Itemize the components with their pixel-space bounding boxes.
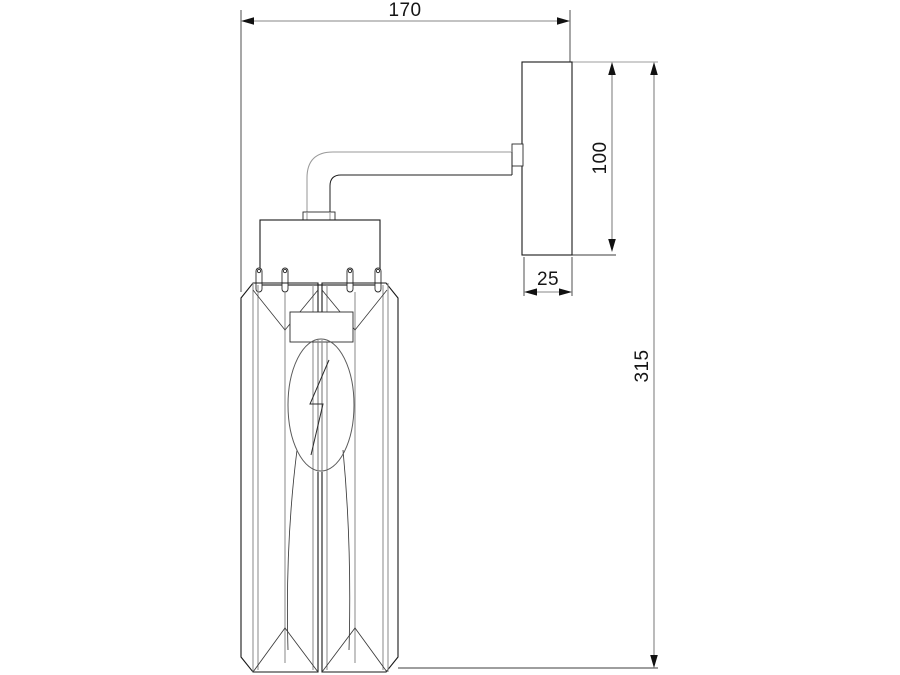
- arrowhead-bottom-icon: [608, 239, 616, 252]
- wall-mounting-plate: [511, 61, 573, 256]
- arrowhead-left-icon: [241, 17, 254, 25]
- socket-body: [289, 311, 354, 343]
- crystal-right-top-chamfer: [321, 289, 388, 331]
- crystal-left-top-chamfer: [252, 289, 319, 331]
- pin-body: [346, 267, 354, 293]
- arm-inner-edge: [329, 174, 512, 214]
- pin-body: [255, 267, 263, 293]
- housing-body: [259, 219, 381, 286]
- lamp-head-housing: [259, 219, 381, 286]
- arrowhead-right-icon: [557, 17, 570, 25]
- backplate-connector-stub: [511, 143, 524, 167]
- arrowhead-top-icon: [608, 62, 616, 75]
- pin-head: [282, 268, 288, 274]
- bulb-envelope: [287, 338, 355, 472]
- arrowhead-bottom-icon: [650, 655, 658, 668]
- arrowhead-right-icon: [559, 288, 572, 296]
- pin-1: [255, 267, 263, 293]
- crystal-left-reflection: [286, 449, 298, 651]
- pin-head: [375, 268, 381, 274]
- support-arm: [306, 151, 513, 215]
- dimension-label-25: 25: [537, 269, 559, 290]
- arrowhead-left-icon: [524, 288, 537, 296]
- crystal-right-bottom-chamfer: [321, 627, 388, 673]
- light-bulb: [287, 338, 355, 472]
- backplate-body: [521, 61, 573, 256]
- crystal-right-reflection: [342, 449, 351, 651]
- dimension-label-315: 315: [632, 350, 653, 383]
- arm-outer-edge: [306, 151, 512, 215]
- dimension-label-170: 170: [389, 0, 422, 21]
- crystal-left-bottom-chamfer: [252, 627, 319, 673]
- arrowhead-top-icon: [650, 62, 658, 75]
- dimension-width-170: 170: [240, 0, 571, 292]
- pin-2: [281, 267, 289, 293]
- crystal-prism-left: [240, 282, 319, 673]
- dimension-label-100: 100: [590, 142, 611, 175]
- pin-head: [347, 268, 353, 274]
- dimension-backplate-depth-25: 25: [523, 257, 573, 296]
- pin-3: [346, 267, 354, 293]
- pin-body: [281, 267, 289, 293]
- dimension-backplate-height-100: 100: [524, 61, 658, 256]
- pin-body: [374, 267, 382, 293]
- pin-4: [374, 267, 382, 293]
- crystal-prism-right: [321, 282, 399, 673]
- pin-head: [256, 268, 262, 274]
- bulb-socket-block: [289, 311, 354, 343]
- dimension-total-height-315: 315: [398, 62, 658, 669]
- filament-lightning-bolt-icon: [309, 359, 330, 456]
